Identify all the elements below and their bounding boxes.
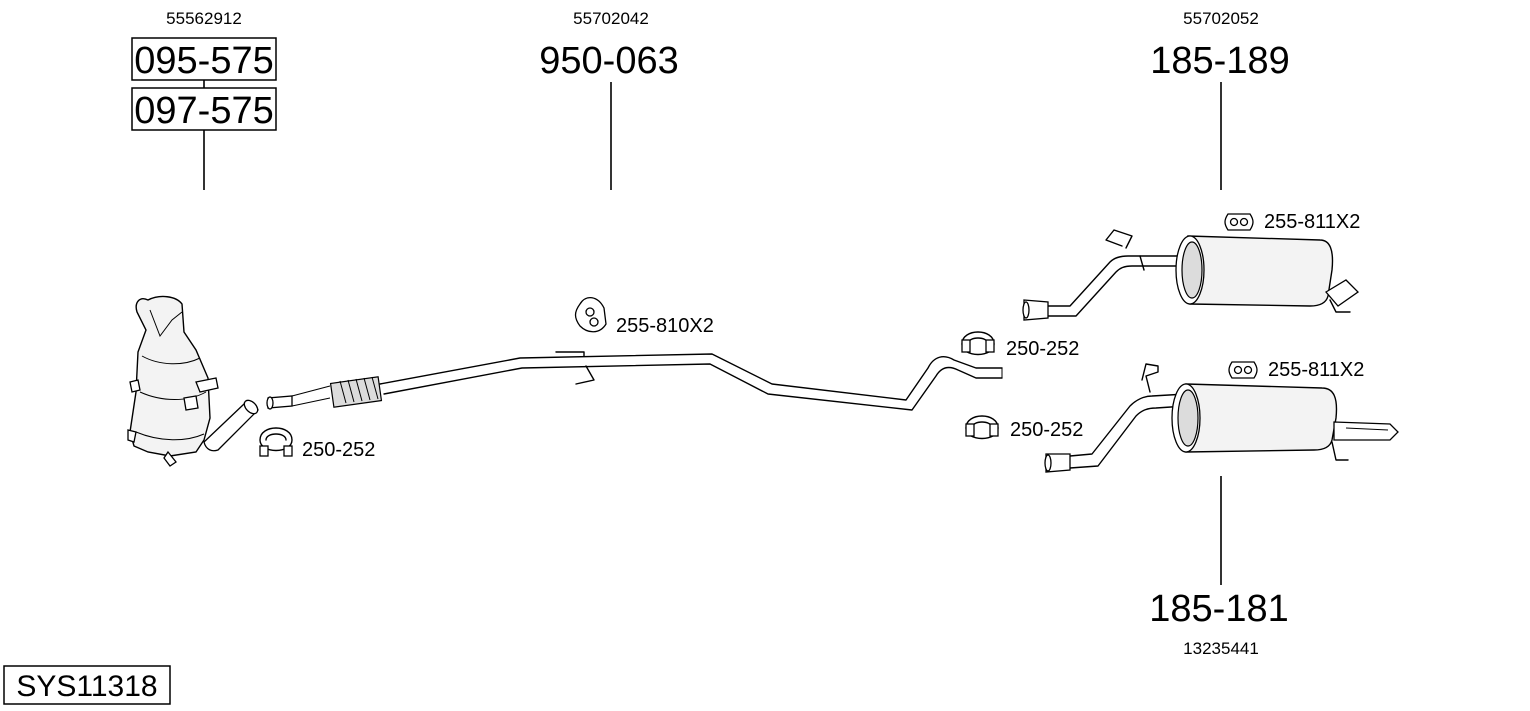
catalyst-code-box-1	[131, 37, 277, 81]
upper-clamp-icon	[961, 331, 995, 356]
catalyst-code-box-2	[131, 87, 277, 131]
middle-pipe-code[interactable]: 950-063	[539, 40, 678, 82]
top-rubber-mount-icon	[1224, 213, 1254, 231]
middle-pipe-drawing	[266, 351, 1003, 411]
rear-silencer-bottom-code[interactable]: 185-181	[1149, 588, 1288, 630]
front-clamp-icon	[259, 427, 293, 457]
middle-hanger-icon	[574, 297, 607, 333]
rear-silencer-top-drawing	[1022, 229, 1360, 321]
catalyst-oem-number: 55562912	[166, 9, 242, 28]
front-clamp-label[interactable]: 250-252	[302, 439, 375, 461]
top-rubber-mount-label[interactable]: 255-811X2	[1264, 211, 1360, 233]
catalyst-code-2[interactable]: 097-575	[134, 90, 273, 132]
upper-clamp-label[interactable]: 250-252	[1006, 338, 1079, 360]
lower-clamp-icon	[965, 415, 999, 440]
middle-pipe-oem-number: 55702042	[573, 9, 649, 28]
system-code: SYS11318	[16, 670, 157, 703]
catalyst-drawing	[127, 295, 259, 467]
rear-silencer-top-code[interactable]: 185-189	[1150, 40, 1289, 82]
bottom-rubber-mount-label[interactable]: 255-811X2	[1268, 359, 1364, 381]
bottom-rubber-mount-icon	[1228, 361, 1258, 379]
lower-clamp-label[interactable]: 250-252	[1010, 419, 1083, 441]
system-code-box	[3, 665, 171, 705]
catalyst-code-1[interactable]: 095-575	[134, 40, 273, 82]
rear-silencer-top-oem-number: 55702052	[1183, 9, 1259, 28]
middle-hanger-label[interactable]: 255-810X2	[616, 315, 714, 337]
rear-silencer-bottom-oem-number: 13235441	[1183, 639, 1259, 658]
rear-silencer-bottom-drawing	[1044, 363, 1399, 473]
